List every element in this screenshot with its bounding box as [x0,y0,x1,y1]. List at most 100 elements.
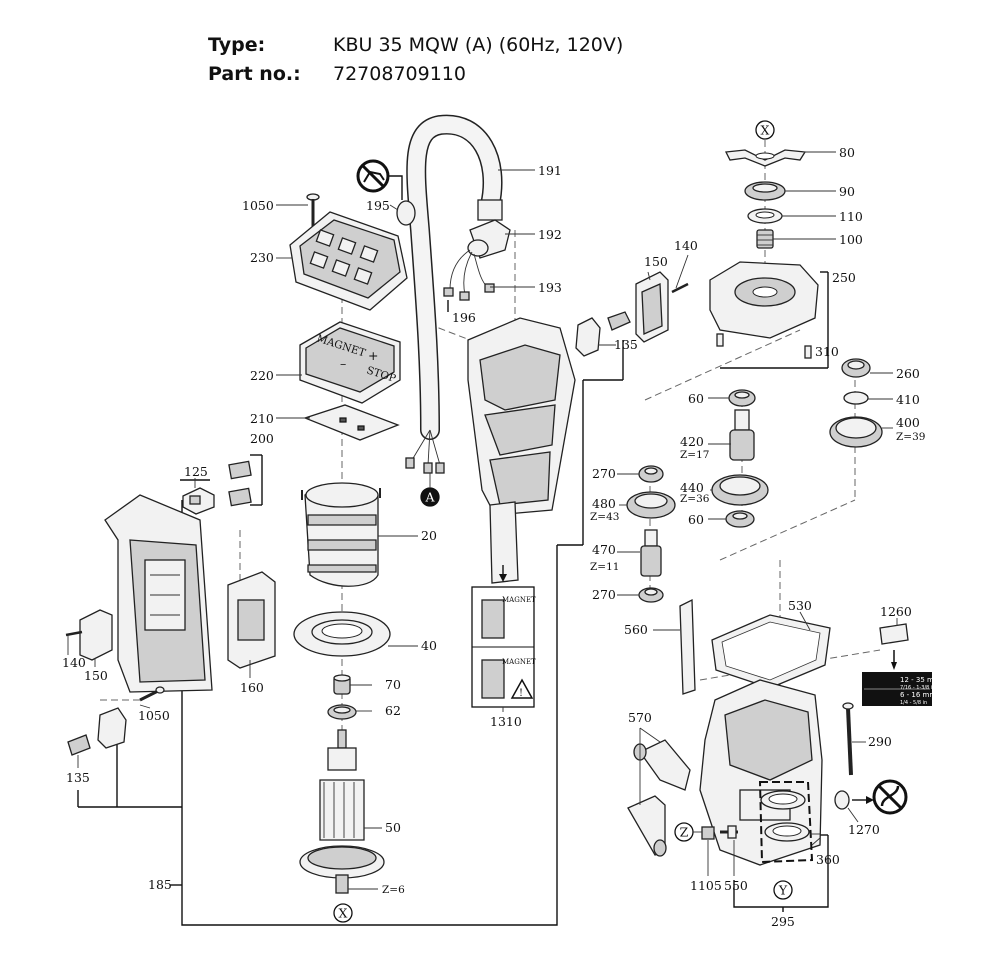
marker-x-bottom: X [333,903,353,923]
callout-62: 62 [385,703,401,718]
switch-plus-text: + [368,348,378,363]
callout-185: 185 [148,877,172,892]
switch-minus-text: – [340,356,346,371]
bearing-260 [841,358,871,378]
callout-80: 80 [839,145,855,160]
guide-rail-560 [679,598,696,695]
callout-40: 40 [421,638,437,653]
callout-50-teeth: Z=6 [382,884,405,896]
callout-135-left: 135 [66,770,90,785]
svg-text:Y: Y [778,883,788,898]
top-cover-230 [289,211,408,311]
callout-420-teeth: Z=17 [680,449,709,461]
callout-1270: 1270 [848,822,880,837]
warning-label-1310: MAGNET MAGNET ! [471,501,536,708]
part-number-value: 72708709110 [333,63,466,85]
bearing-flange-250 [709,261,819,339]
sticker-row1b: 7/16 - 1-3/8 in [900,685,935,691]
screw-1050-top [306,193,320,240]
callout-191: 191 [538,163,562,178]
connector-135-right [575,311,631,357]
motor-housing [104,494,213,693]
cover-150-left [65,609,113,661]
svg-text:X: X [339,906,348,921]
callout-480: 480 [592,496,616,511]
callout-150-right: 150 [644,254,668,269]
callout-192: 192 [538,227,562,242]
callout-270-upper: 270 [592,466,616,481]
callout-560: 560 [624,622,648,637]
gasket-530 [711,614,831,689]
screw-290 [842,702,854,776]
levers-570 [627,739,691,857]
callout-440-teeth: Z=36 [680,493,710,505]
label-1310-top-text: MAGNET [502,596,536,604]
cover-150-right [635,271,689,343]
gear-housing-upper [467,317,576,516]
callout-90: 90 [839,184,855,199]
callout-290: 290 [868,734,892,749]
bearing-60-lower [725,510,755,528]
callout-230: 230 [250,250,274,265]
callout-480-teeth: Z=43 [590,511,619,523]
callout-400: 400 [896,415,920,430]
switch-panel-220: MAGNET STOP + – [299,321,401,404]
callout-250: 250 [832,270,856,285]
gear-housing-lower [699,679,823,866]
marker-z: Z [674,822,702,842]
type-label: Type: [208,34,266,56]
type-value: KBU 35 MQW (A) (60Hz, 120V) [333,34,624,56]
callout-530: 530 [788,598,812,613]
sticker-row1: 12 - 35 mm [900,676,941,684]
callout-70: 70 [385,677,401,692]
no-grease-icon [872,779,908,815]
screw-550-and-1105 [701,825,738,840]
callout-150-left: 150 [84,668,108,683]
circuit-board-210 [303,404,400,441]
bearing-270-upper [638,465,664,483]
svg-text:A: A [424,490,435,505]
connector-135-left [67,707,127,756]
bearing-62 [327,704,357,720]
gear-440 [711,474,769,506]
callout-310: 310 [815,344,839,359]
internal-wires-196 [443,249,495,301]
callout-160: 160 [240,680,264,695]
pinion-470 [640,529,662,577]
svg-text:Z: Z [680,825,689,840]
callout-295: 295 [771,914,795,929]
callout-550: 550 [724,878,748,893]
seal-1270 [834,790,874,810]
callout-125: 125 [184,464,208,479]
part-number-label: Part no.: [208,63,301,85]
carbon-brushes-200 [228,460,252,507]
bearing-90 [744,181,786,201]
callout-1105: 1105 [690,878,722,893]
callout-260: 260 [896,366,920,381]
capacity-sticker: 12 - 35 mm 7/16 - 1-3/8 in 6 - 16 mm 1/4… [862,672,941,706]
clamping-sleeves-360 [758,781,814,864]
gear-480 [626,491,676,519]
pins-310 [716,333,812,359]
marker-y: Y [773,880,793,900]
label-1310-bottom-text: MAGNET [502,658,536,666]
fan-shroud-40 [293,611,391,657]
callout-440: 440 [680,480,704,495]
callout-1050-top: 1050 [242,198,274,213]
callout-60-lower: 60 [688,512,704,527]
cable-sleeve-192 [467,199,511,259]
marker-a: A [420,473,440,507]
callout-1260: 1260 [880,604,912,619]
gear-400 [829,416,883,448]
callout-numbers: 191 192 193 195 196 1050 230 220 210 200… [62,145,925,929]
armature-50 [299,729,385,894]
bearing-270-lower [638,587,664,603]
screw-1050-lower [139,686,165,702]
bearing-60-upper [728,389,756,407]
callout-420: 420 [680,434,704,449]
stator-20 [301,482,381,587]
callout-196: 196 [452,310,476,325]
callout-193: 193 [538,280,562,295]
cable-disc-195 [396,200,416,226]
